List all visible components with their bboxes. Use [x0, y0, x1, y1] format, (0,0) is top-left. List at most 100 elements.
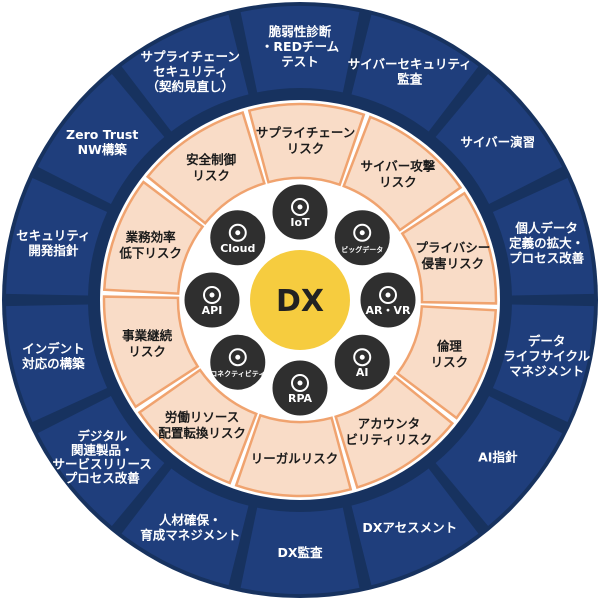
- outer-segment-shape: [240, 6, 360, 93]
- middle-segment-shape: [137, 368, 258, 485]
- icon-label: コネクティビティ: [210, 369, 265, 378]
- outer-segment: DXアセスメント: [351, 468, 479, 586]
- icon-disc: [181, 269, 243, 331]
- label-line: 低下リスク: [118, 246, 182, 261]
- icon-label: API: [202, 304, 223, 317]
- icon-glyph-dot: [359, 230, 365, 236]
- iot-icon: IoT: [269, 181, 331, 243]
- label-line: サプライチェーン: [256, 125, 355, 140]
- icon-label: IoT: [290, 216, 310, 229]
- icon-glyph-dot: [359, 354, 365, 360]
- outer-segment-shape: [435, 395, 563, 526]
- middle-segment-shape: [395, 305, 498, 420]
- label-line: Zero Trust: [66, 127, 138, 142]
- label-line: アカウンタ: [358, 416, 421, 431]
- label-line: デジタル: [77, 429, 127, 444]
- middle-segment-shape: [342, 115, 463, 232]
- connectivity-icon: コネクティビティ: [207, 331, 269, 393]
- label-line: リスク: [431, 354, 469, 369]
- label-line: リスク: [287, 141, 325, 156]
- label-line: 脆弱性診断: [268, 24, 332, 39]
- center-circle: [250, 250, 350, 350]
- label-line: リスク: [379, 175, 417, 190]
- label-line: 倫理: [437, 338, 463, 353]
- label-line: DX監査: [277, 545, 323, 560]
- icon-disc: [331, 207, 393, 269]
- label-line: テスト: [281, 54, 319, 69]
- center-label: DX: [276, 284, 324, 319]
- icon-glyph: [353, 223, 372, 242]
- label-line: 人材確保・: [159, 512, 222, 527]
- middle-segment-shape: [334, 375, 455, 489]
- outer-segment-shape: [351, 14, 479, 132]
- label-line: インデント: [22, 341, 85, 356]
- label-line: ライフサイクル: [503, 348, 590, 363]
- icon-glyph-dot: [297, 380, 303, 386]
- icon-label: RPA: [288, 392, 313, 405]
- icon-glyph: [291, 374, 309, 392]
- icon-label: ビッグデータ: [341, 245, 383, 254]
- outer-segment-shape: [6, 178, 108, 296]
- middle-segment-shape: [247, 102, 366, 187]
- label-line: リーガルリスク: [251, 451, 339, 466]
- label-line: セキュリティ: [16, 228, 90, 243]
- middle-segment-shape: [145, 111, 266, 225]
- outer-segment: DX監査: [240, 507, 360, 594]
- outer-segment-shape: [121, 14, 249, 132]
- icon-glyph: [291, 198, 309, 216]
- label-line: 労働リソース: [165, 409, 239, 424]
- label-line: 育成マネジメント: [140, 527, 240, 542]
- icon-glyph: [203, 286, 221, 304]
- label-line: 関連製品・: [71, 443, 134, 458]
- cloud-icon: Cloud: [207, 207, 269, 269]
- middle-segment-shape: [102, 295, 200, 409]
- label-line: ビリティリスク: [346, 432, 433, 447]
- icon-disc: [357, 269, 419, 331]
- icon-glyph: [228, 348, 247, 367]
- ar-vr-icon: AR・VR: [357, 269, 419, 331]
- outer-segment-shape: [492, 178, 594, 296]
- outer-segment-shape: [37, 74, 165, 205]
- label-line: リスク: [128, 344, 166, 359]
- label-line: サイバー演習: [460, 134, 535, 149]
- icon-disc: [207, 207, 269, 269]
- icon-label: AI: [356, 366, 369, 379]
- icon-glyph-dot: [297, 204, 303, 210]
- label-line: ・REDチーム: [261, 39, 340, 54]
- label-line: サプライチェーン: [141, 49, 240, 64]
- middle-segment-shape: [400, 191, 498, 305]
- icon-label: AR・VR: [366, 304, 411, 317]
- ai-icon: AI: [331, 331, 393, 393]
- label-line: 事業継続: [122, 328, 173, 343]
- label-line: 配置転換リスク: [158, 425, 246, 440]
- label-line: サイバーセキュリティ: [348, 57, 472, 72]
- label-line: マネジメント: [509, 363, 584, 378]
- center-hub: DX: [250, 250, 350, 350]
- label-line: 安全制御: [186, 152, 237, 167]
- technology-icons: IoT ビッグデータ AR・VR AI RPA コネクティビティ API Cloud: [181, 181, 419, 419]
- label-line: セキュリティ: [153, 64, 227, 79]
- outer-segment-shape: [37, 395, 165, 526]
- middle-segment-shape: [102, 180, 205, 295]
- label-line: 侵害リスク: [421, 256, 485, 271]
- outer-segment-shape: [351, 468, 479, 586]
- label-line: 開発指針: [28, 243, 79, 258]
- label-line: プライバシー: [415, 240, 490, 255]
- label-line: 監査: [397, 72, 423, 87]
- rpa-icon: RPA: [269, 357, 331, 419]
- icon-disc: [269, 357, 331, 419]
- big-data-icon: ビッグデータ: [331, 207, 393, 269]
- icon-glyph: [228, 223, 247, 242]
- outer-segment: サイバー演習: [435, 74, 563, 205]
- middle-segment-shape: [234, 413, 353, 498]
- label-line: リスク: [192, 168, 230, 183]
